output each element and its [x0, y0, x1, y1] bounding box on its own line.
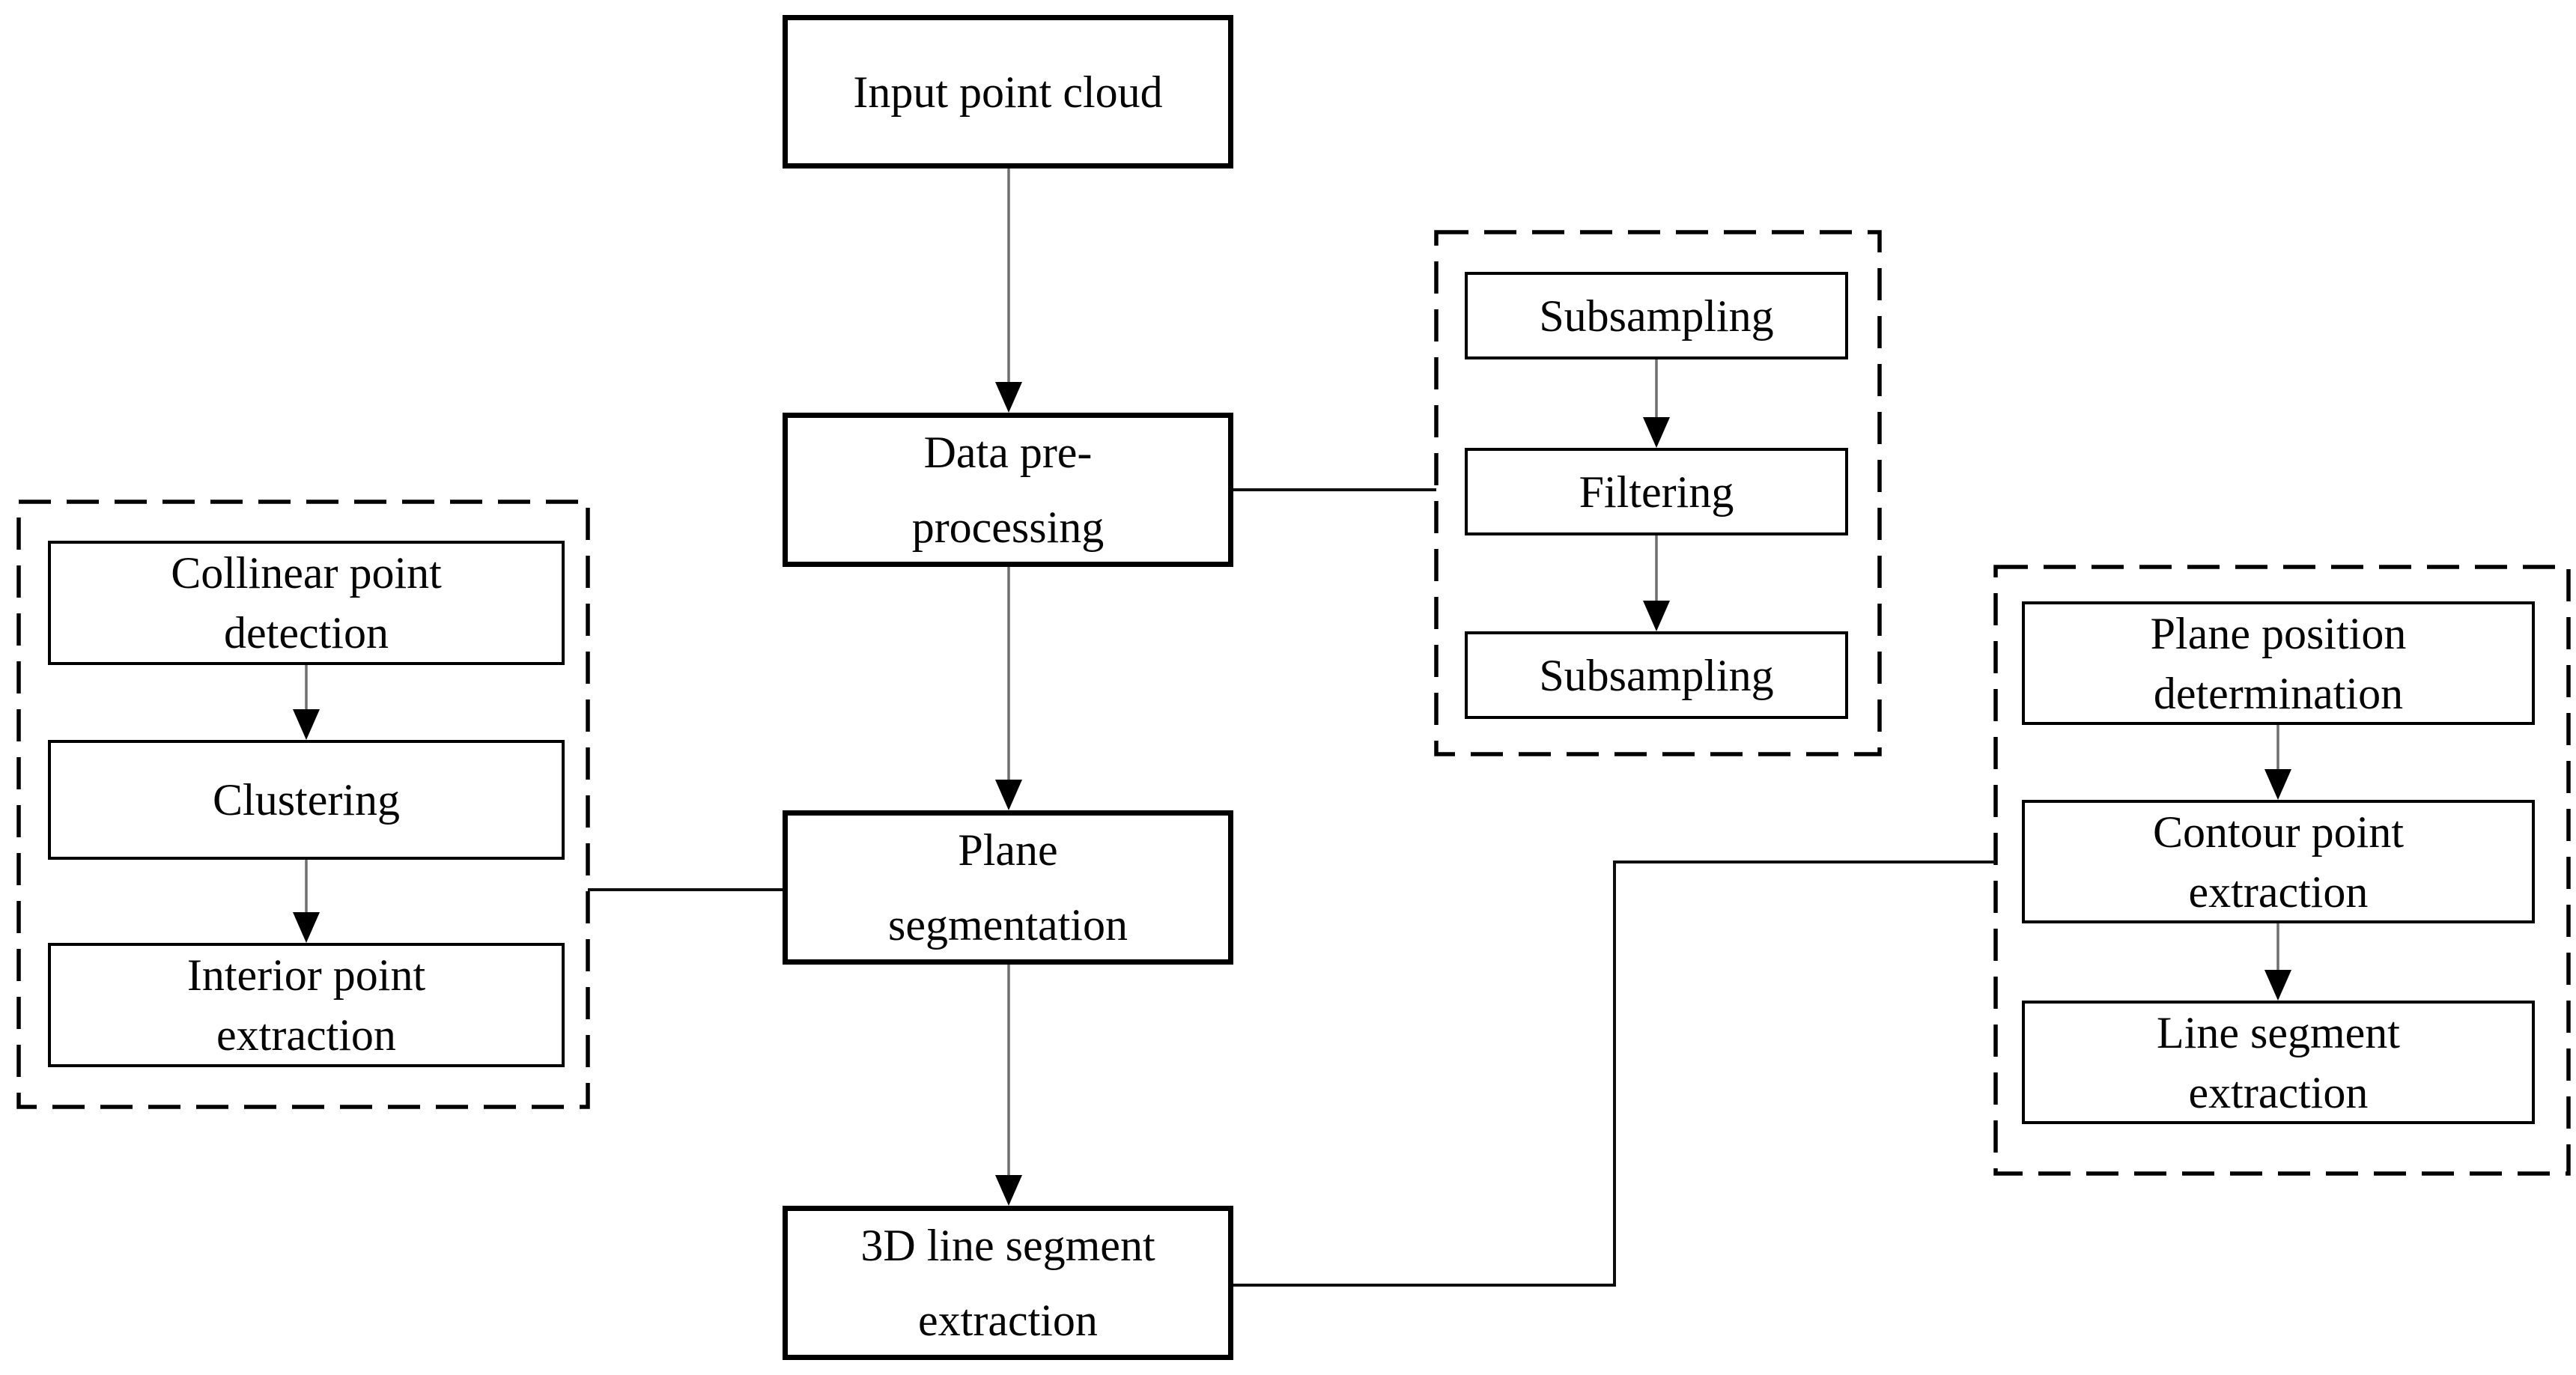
arrow-plane-position-to-contour	[2264, 725, 2291, 800]
node-subsampling-2: Subsampling	[1465, 631, 1848, 719]
arrow-subsampling1-to-filtering	[1643, 359, 1670, 448]
arrow-input-to-preprocessing	[995, 169, 1022, 413]
node-input-point-cloud: Input point cloud	[783, 15, 1233, 169]
arrow-plane-segmentation-to-3d-extraction	[995, 965, 1022, 1206]
node-subsampling-1: Subsampling	[1465, 272, 1848, 359]
node-interior-point-extraction: Interior point extraction	[48, 943, 565, 1067]
node-clustering: Clustering	[48, 740, 565, 860]
arrow-subsampling1-to-filtering-head	[1643, 417, 1670, 448]
connector-3d-extraction-to-line-extraction-group	[1233, 860, 1996, 1287]
arrow-contour-to-line-segment-head	[2264, 970, 2291, 1001]
node-data-preprocessing: Data pre- processing	[783, 413, 1233, 567]
line-extraction-group-outline	[1993, 565, 2571, 1176]
arrow-filtering-to-subsampling2-head	[1643, 601, 1670, 631]
node-collinear-point-detection: Collinear point detection	[48, 541, 565, 665]
arrow-clustering-to-interior-head	[293, 912, 320, 943]
node-filtering: Filtering	[1465, 448, 1848, 535]
arrow-preprocessing-to-plane-segmentation	[995, 567, 1022, 810]
node-3d-line-segment-extraction: 3D line segment extraction	[783, 1206, 1233, 1360]
node-line-segment-extraction: Line segment extraction	[2022, 1001, 2535, 1124]
arrow-plane-segmentation-to-3d-extraction-head	[995, 1175, 1022, 1206]
arrow-input-to-preprocessing-head	[995, 382, 1022, 413]
node-plane-segmentation: Plane segmentation	[783, 810, 1233, 965]
arrow-plane-position-to-contour-head	[2264, 769, 2291, 800]
plane-segmentation-group-outline	[16, 500, 590, 1109]
arrow-filtering-to-subsampling2	[1643, 535, 1670, 631]
arrow-collinear-to-clustering	[293, 665, 320, 740]
node-plane-position-determination: Plane position determination	[2022, 601, 2535, 725]
arrow-clustering-to-interior	[293, 860, 320, 943]
node-contour-point-extraction: Contour point extraction	[2022, 800, 2535, 923]
arrow-contour-to-line-segment	[2264, 923, 2291, 1001]
preprocessing-group-outline	[1434, 230, 1882, 756]
arrow-preprocessing-to-plane-segmentation-head	[995, 780, 1022, 810]
arrow-collinear-to-clustering-head	[293, 709, 320, 740]
